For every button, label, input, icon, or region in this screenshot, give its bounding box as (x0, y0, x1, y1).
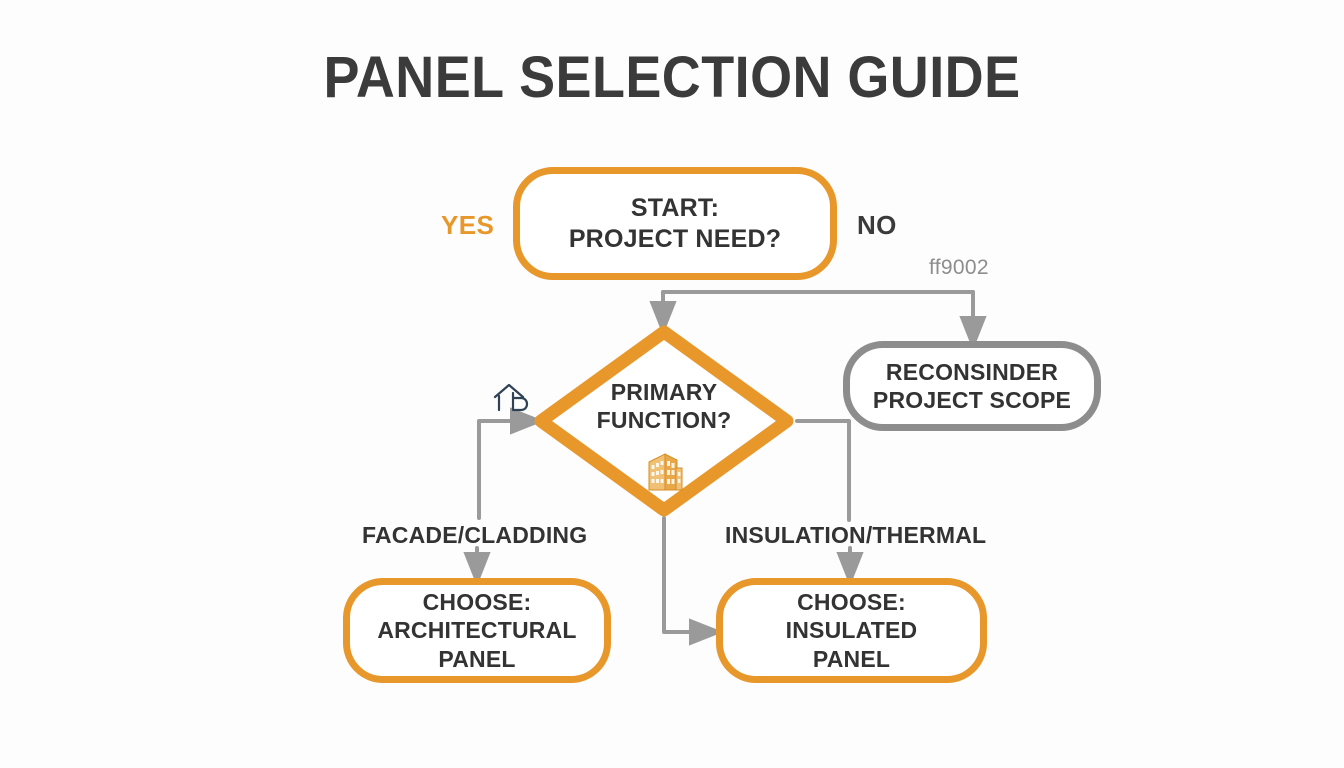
edge-label-insulation-thermal: INSULATION/THERMAL (725, 522, 987, 548)
node-choose-insulated-panel[interactable]: CHOOSE: INSULATED PANEL (716, 578, 987, 683)
node-primary-function[interactable]: PRIMARY FUNCTION? (534, 325, 794, 517)
node-start[interactable]: START: PROJECT NEED? (513, 167, 837, 280)
edge-label-no: NO (857, 210, 897, 240)
hex-code-label: ff9002 (929, 256, 989, 279)
node-choose-architectural-panel[interactable]: CHOOSE: ARCHITECTURAL PANEL (343, 578, 611, 683)
wire-decision-to-insulated (662, 516, 724, 646)
node-reconsider-project-scope[interactable]: RECONSINDER PROJECT SCOPE (843, 341, 1101, 431)
office-building-icon (648, 453, 683, 491)
edge-label-facade-cladding: FACADE/CLADDING (362, 522, 588, 548)
wire-facade-branch (477, 407, 545, 520)
house-outline-icon (493, 383, 529, 412)
page-title: PANEL SELECTION GUIDE (323, 45, 1021, 110)
decision-label: PRIMARY FUNCTION? (596, 379, 732, 434)
diamond-shape (534, 325, 794, 517)
wire-insulation-branch (795, 419, 851, 522)
edge-label-yes: YES (441, 210, 495, 240)
